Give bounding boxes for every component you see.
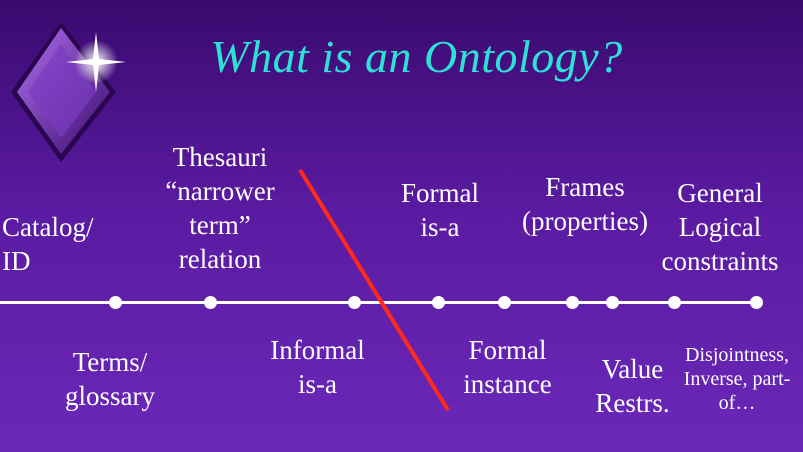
axis-dot [566, 296, 579, 309]
axis-dot [348, 296, 361, 309]
axis-dot [498, 296, 511, 309]
slide-title: What is an Ontology? [210, 31, 623, 82]
axis-dot [432, 296, 445, 309]
label-terms-glossary: Terms/glossary [65, 347, 155, 411]
diamond-sparkle-logo [11, 22, 126, 162]
axis-dot [109, 296, 122, 309]
axis-dot [668, 296, 681, 309]
axis-dot [606, 296, 619, 309]
label-catalog-id: Catalog/ID [2, 212, 94, 276]
label-frames: Frames(properties) [522, 172, 648, 236]
axis-dot [204, 296, 217, 309]
label-disjointness: Disjointness,Inverse, part-of… [683, 344, 791, 414]
axis-dot [750, 296, 763, 309]
